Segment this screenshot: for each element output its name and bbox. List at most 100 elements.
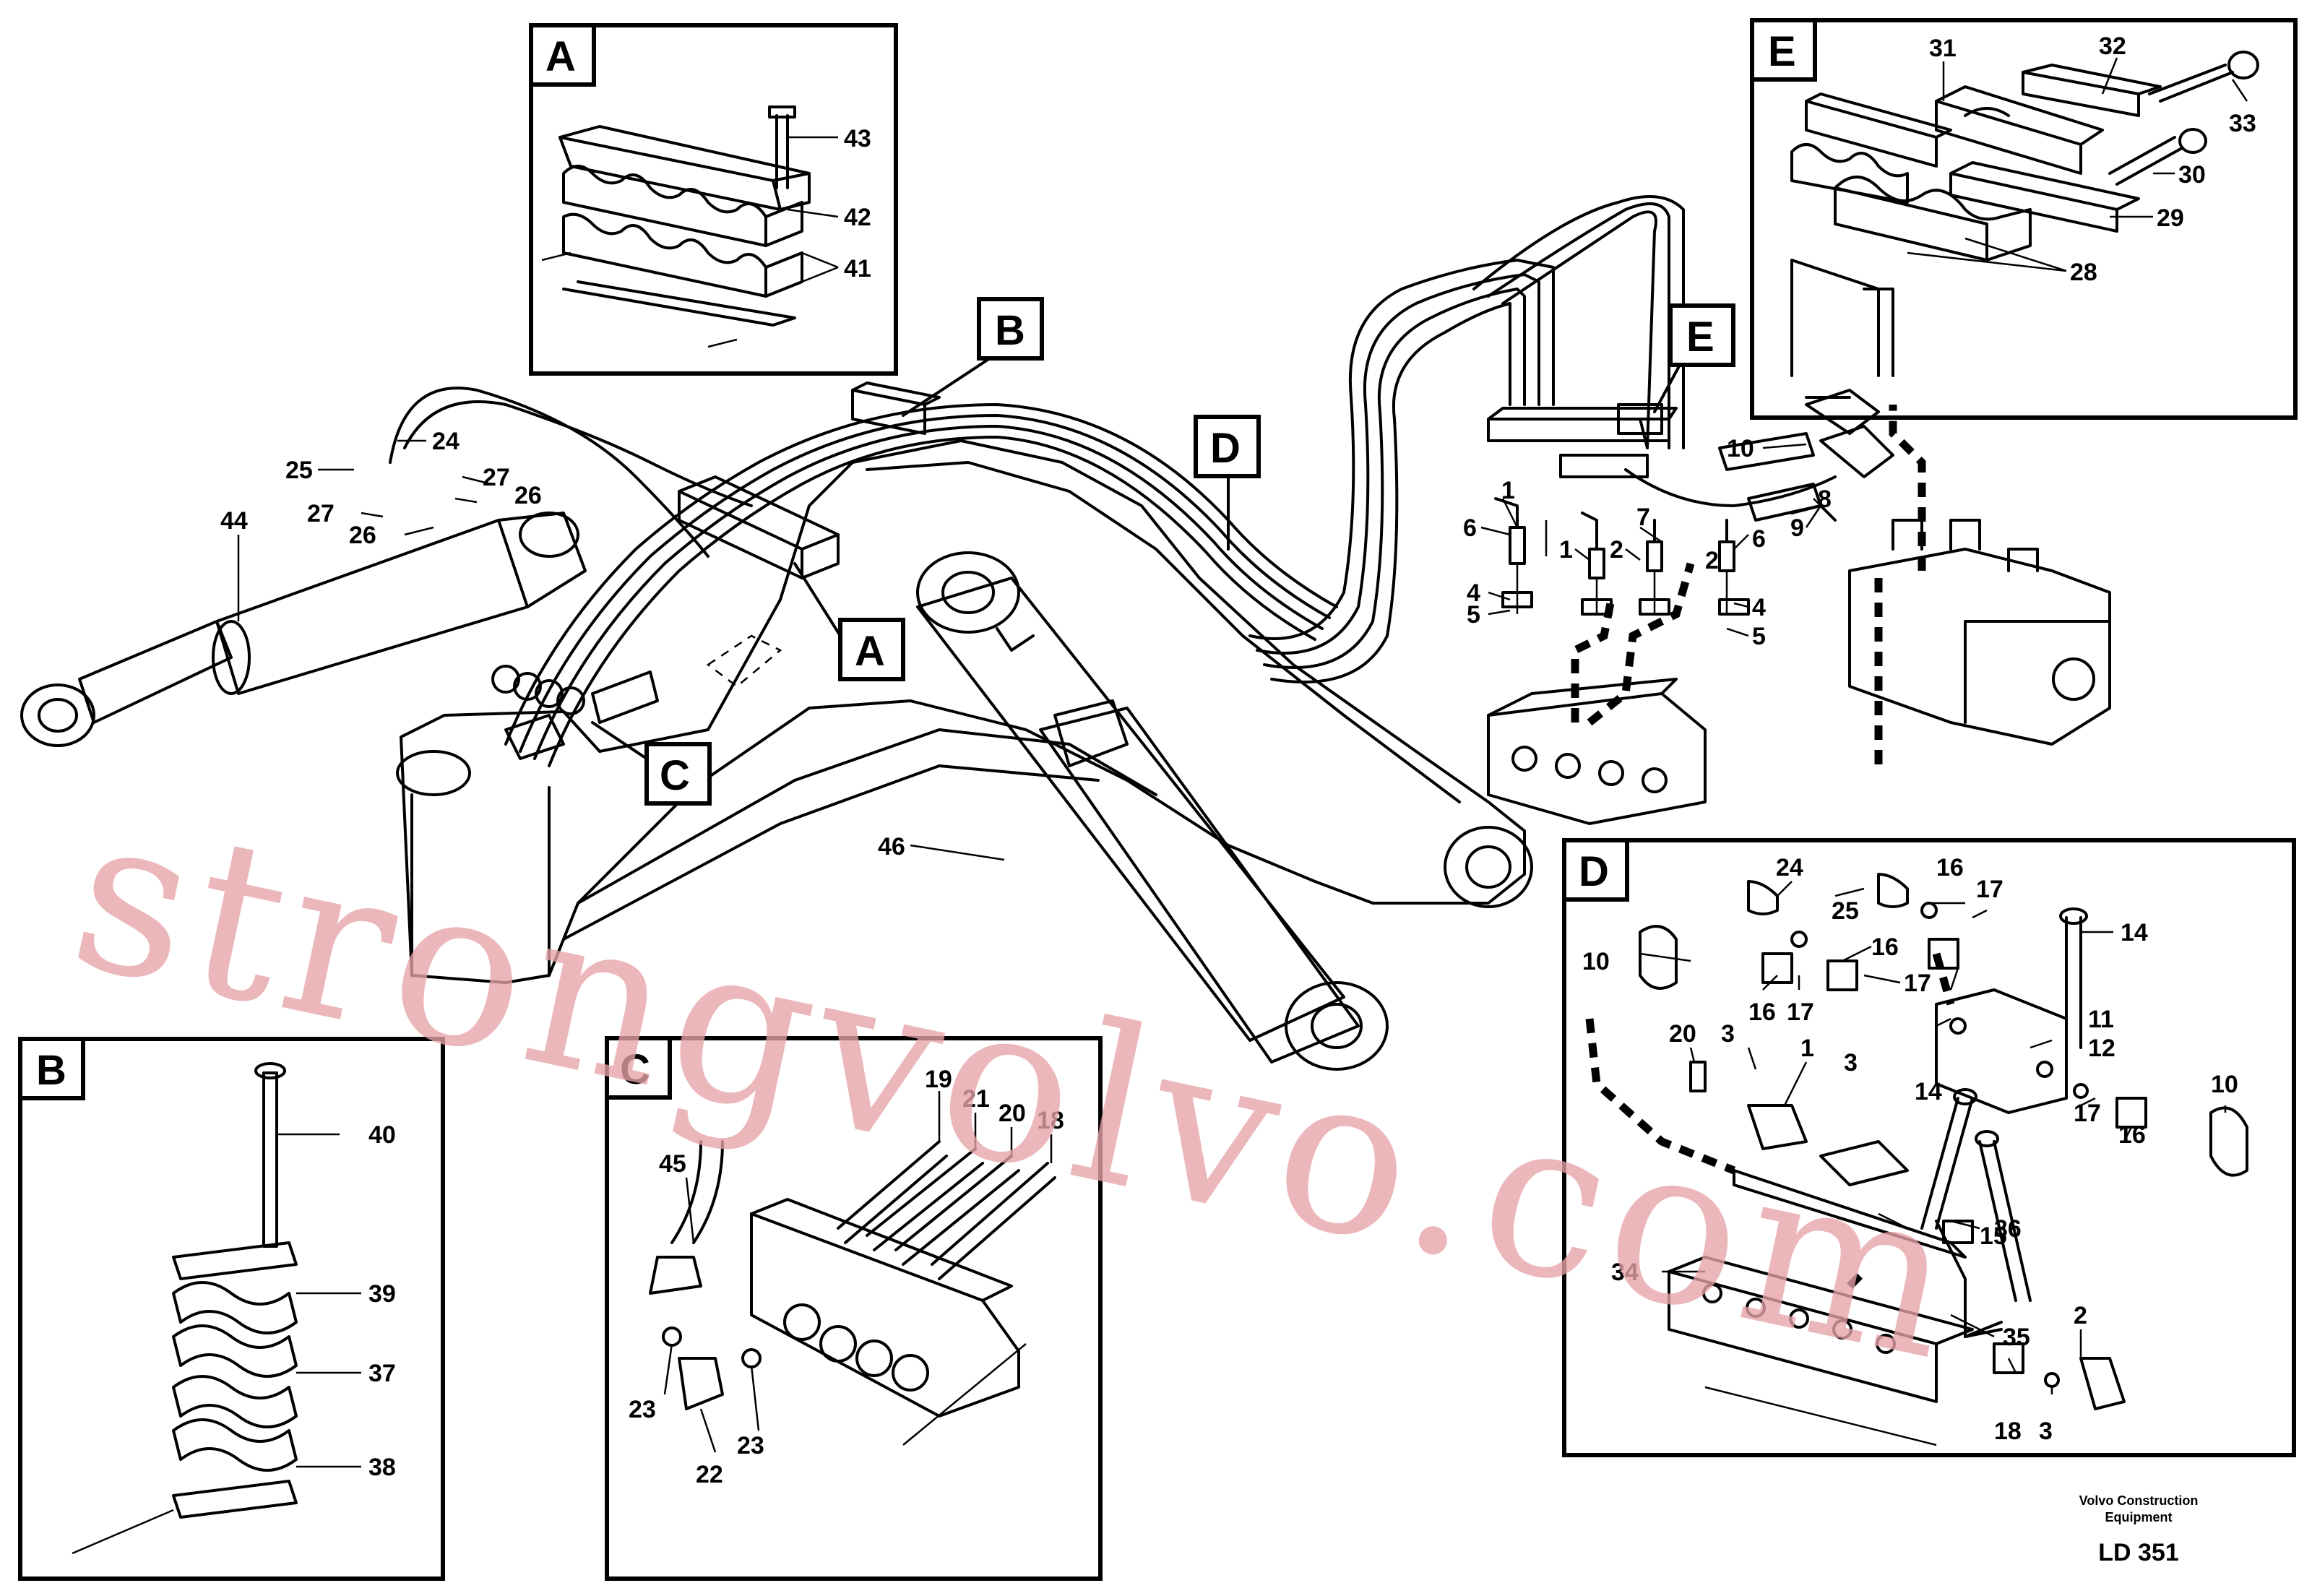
callout-41: 41 [844,255,871,282]
tag-b-main: B [902,297,1044,417]
callout-9: 9 [1790,514,1804,542]
tag-e-main: E [1653,303,1735,413]
callout-38: 38 [368,1454,396,1481]
callout-22: 22 [696,1461,723,1488]
valve-block-right [1718,389,2111,773]
svg-text:A: A [545,33,576,80]
callout-1-main-a: 1 [1501,477,1515,504]
callout-5-main-b: 5 [1752,623,1766,650]
callout-15: 15 [1980,1222,2007,1250]
callout-10-main: 10 [1727,435,1754,462]
callout-numbers: 43 42 41 31 32 33 30 29 28 24 25 27 26 2… [220,33,2256,1488]
callout-27-main-b: 27 [307,500,335,527]
callout-17-d-a: 17 [1976,876,2003,903]
tag-a-detail: A [529,23,596,87]
callout-3-d-b: 3 [1844,1049,1858,1077]
callout-36: 36 [1994,1215,2022,1243]
callout-19: 19 [925,1066,952,1093]
callout-16-d-b: 16 [1871,933,1899,961]
callout-25-d: 25 [1832,897,1859,925]
callout-3-d-a: 3 [1721,1020,1735,1048]
callout-32: 32 [2099,33,2126,60]
callout-4-main-b: 4 [1752,594,1766,621]
callout-leaders [237,57,2248,1468]
callout-35: 35 [2003,1324,2030,1351]
callout-23-c-a: 23 [629,1396,656,1423]
callout-3-d-c: 3 [2039,1418,2053,1445]
svg-text:C: C [660,752,690,799]
detail-a [529,23,898,376]
callout-17-d-d: 17 [2074,1100,2101,1127]
arm-cylinder [20,512,587,747]
callout-2-main-a: 2 [1610,536,1623,564]
callout-2-main-b: 2 [1705,547,1719,574]
hose-clamp-a [678,381,941,579]
callout-4-main-a: 4 [1467,579,1480,607]
callout-30: 30 [2178,161,2206,189]
callout-1-d: 1 [1800,1035,1814,1062]
callout-16-d-d: 16 [2118,1121,2146,1149]
hose-bundle [389,195,1837,767]
callout-23-c-b: 23 [737,1432,764,1459]
callout-11: 11 [2088,1006,2114,1033]
callout-14-d-b: 14 [1915,1078,1942,1105]
callout-7: 7 [1636,504,1650,531]
callout-16-d-c: 16 [1748,998,1776,1026]
svg-text:D: D [1579,848,1609,895]
tag-c-detail: C [605,1036,672,1100]
svg-text:E: E [1686,314,1714,361]
detail-c [605,1036,1103,1581]
callout-33: 33 [2229,110,2256,137]
callout-20-d: 20 [1669,1020,1696,1048]
svg-text:Equipment: Equipment [2105,1510,2173,1524]
tag-d-detail: D [1562,838,1629,902]
callout-2-d: 2 [2074,1302,2087,1329]
tag-e-detail: E [1750,18,1817,82]
callout-26-main-b: 26 [349,522,376,549]
svg-text:B: B [36,1047,66,1094]
callout-10-d-a: 10 [1582,948,1610,975]
detail-d [1562,838,2296,1457]
callout-34: 34 [1611,1259,1639,1286]
tag-a-main: A [793,562,905,681]
svg-text:B: B [995,307,1025,354]
callout-25-main: 25 [285,457,313,484]
callout-46: 46 [878,833,905,860]
callout-6-main-b: 6 [1752,525,1766,553]
callout-10-d-b: 10 [2211,1071,2238,1098]
callout-6-main-a: 6 [1463,514,1477,542]
callout-43: 43 [844,125,871,152]
callout-5-main-a: 5 [1467,601,1480,629]
detail-e [1750,18,2298,420]
callout-42: 42 [844,204,871,231]
callout-40: 40 [368,1121,396,1149]
drawing-code: LD 351 [2098,1539,2179,1566]
tag-c-main: C [591,721,712,806]
callout-16-d-a: 16 [1936,854,1964,881]
callout-17-d-c: 17 [1787,998,1814,1026]
callout-31: 31 [1929,35,1957,62]
callout-18-d: 18 [1994,1418,2022,1445]
callout-44: 44 [220,507,248,535]
callout-12: 12 [2088,1035,2115,1062]
callout-39: 39 [368,1280,396,1308]
boom-cylinder [916,551,1389,1071]
callout-45: 45 [659,1150,686,1178]
callout-21: 21 [962,1085,990,1113]
callout-24-main: 24 [432,428,460,455]
hose-fittings-c [491,665,659,724]
callout-1-main-b: 1 [1559,536,1573,564]
publisher-credit: Volvo Construction Equipment LD 351 [2079,1493,2199,1566]
detail-b [18,1037,445,1581]
tag-d-main: D [1194,415,1261,551]
callout-17-d-b: 17 [1904,970,1931,997]
tag-b-detail: B [18,1037,85,1100]
control-valve [1487,403,1750,825]
svg-text:E: E [1768,28,1796,75]
svg-text:C: C [620,1046,650,1093]
callout-29: 29 [2157,204,2184,232]
watermark: strongvolvo.com [54,764,1982,1410]
callout-8: 8 [1818,486,1832,513]
callout-37: 37 [368,1360,396,1387]
